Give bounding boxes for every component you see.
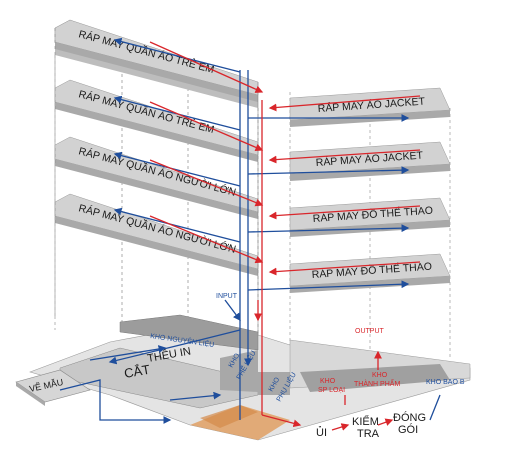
dong-goi-label-2: GÓI (398, 423, 418, 436)
kiem-tra-label-2: TRA (357, 428, 380, 440)
left-tower: RÁP MAY QUẦN ÁO TRẺ EM RÁP MAY QUẦN ÁO T… (54, 19, 259, 385)
right-floor-1: RÁP MAY ÁO JACKET (289, 87, 451, 127)
ground-floor: VẼ MẪU CẮT THÊU IN KHO NGUYÊN LIỆU KHO P… (15, 314, 471, 441)
output-annotation: OUTPUT (355, 328, 385, 335)
input-annotation: INPUT (216, 293, 238, 300)
left-floor-1: RÁP MAY QUẦN ÁO TRẺ EM (54, 19, 259, 108)
input-flow (59, 37, 441, 424)
dong-goi-label-1: ĐÓNG (393, 411, 426, 424)
kho-sp-loai-label-2: SP LOẠI (318, 387, 345, 394)
kho-thanh-pham-label-2: THÀNH PHẨM (354, 379, 400, 388)
cat-label: CẮT (123, 362, 151, 381)
right-floor-3: RÁP MAY ĐỒ THỂ THAO (289, 197, 451, 237)
kho-sp-loai-label-1: KHO (320, 378, 336, 385)
kho-thanh-pham-label-1: KHO (372, 372, 388, 379)
ui-label: ỦI (316, 426, 327, 439)
right-floor-2: RÁP MAY ÁO JACKET (289, 141, 451, 181)
ve-mau-pad: VẼ MẪU (15, 369, 91, 406)
kho-bao-bi-label: KHO BAO B (426, 379, 465, 386)
right-tower: RÁP MAY ÁO JACKET RÁP MAY ÁO JACKET RÁP … (289, 87, 451, 360)
output-flow (149, 41, 421, 431)
kiem-tra-label-1: KIỂM (352, 415, 379, 428)
right-floor-4: RÁP MAY ĐỒ THỂ THAO (289, 253, 451, 293)
